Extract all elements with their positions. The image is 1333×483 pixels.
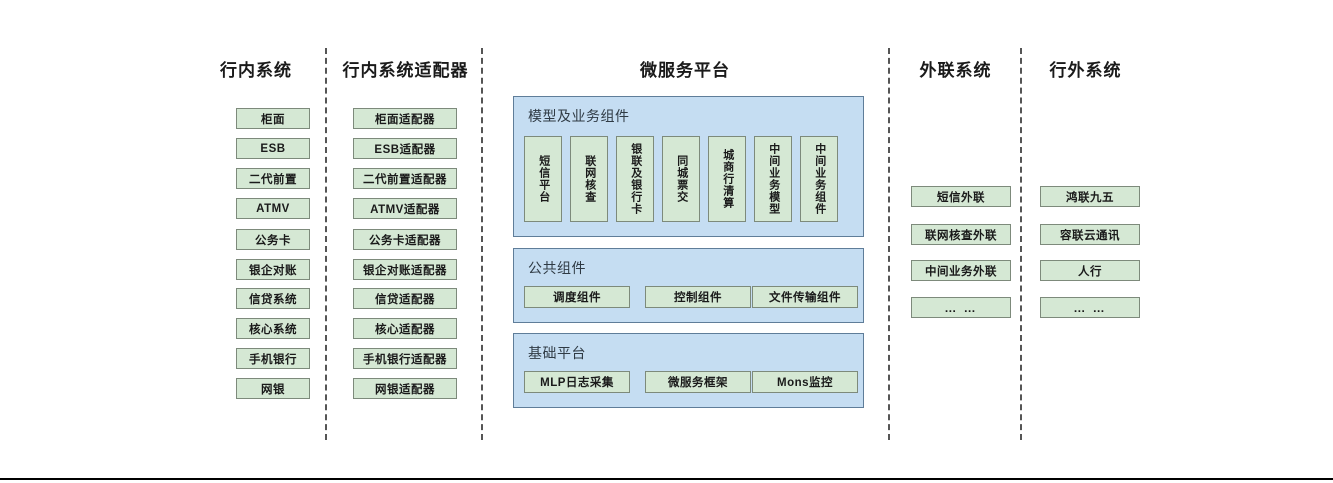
vnode-label: 城商行清算 <box>721 149 734 209</box>
node-external-link-system[interactable]: 中间业务外联 <box>911 260 1011 281</box>
node-internal-adapter[interactable]: ATMV适配器 <box>353 198 457 219</box>
node-public-component[interactable]: 控制组件 <box>645 286 751 308</box>
vnode-label: 联网核查 <box>583 155 596 203</box>
column-title-microservice-platform: 微服务平台 <box>640 61 730 80</box>
node-base-platform-component[interactable]: MLP日志采集 <box>524 371 630 393</box>
node-internal-system[interactable]: 银企对账 <box>236 259 310 280</box>
node-external-link-system[interactable]: 短信外联 <box>911 186 1011 207</box>
node-internal-adapter[interactable]: 二代前置适配器 <box>353 168 457 189</box>
panel-title-public-components: 公共组件 <box>528 260 586 276</box>
column-divider-3 <box>888 48 890 440</box>
node-internal-adapter[interactable]: 核心适配器 <box>353 318 457 339</box>
node-internal-adapter[interactable]: 公务卡适配器 <box>353 229 457 250</box>
node-outside-system[interactable]: 人行 <box>1040 260 1140 281</box>
vnode-model-item[interactable]: 同城票交 <box>662 136 700 222</box>
node-internal-adapter[interactable]: 信贷适配器 <box>353 288 457 309</box>
node-outside-system[interactable]: 容联云通讯 <box>1040 224 1140 245</box>
node-external-link-system[interactable]: 联网核查外联 <box>911 224 1011 245</box>
node-internal-system[interactable]: 核心系统 <box>236 318 310 339</box>
column-title-internal-adapters: 行内系统适配器 <box>342 61 469 80</box>
node-internal-adapter[interactable]: 网银适配器 <box>353 378 457 399</box>
vnode-model-item[interactable]: 联网核查 <box>570 136 608 222</box>
vnode-model-item[interactable]: 短信平台 <box>524 136 562 222</box>
vnode-model-item[interactable]: 城商行清算 <box>708 136 746 222</box>
node-internal-system[interactable]: 二代前置 <box>236 168 310 189</box>
node-internal-adapter[interactable]: 银企对账适配器 <box>353 259 457 280</box>
column-divider-1 <box>325 48 327 440</box>
vnode-model-item[interactable]: 中间业务组件 <box>800 136 838 222</box>
panel-public-components: 公共组件 <box>513 248 864 323</box>
node-internal-system[interactable]: 柜面 <box>236 108 310 129</box>
vnode-model-item[interactable]: 银联及银行卡 <box>616 136 654 222</box>
node-public-component[interactable]: 文件传输组件 <box>752 286 858 308</box>
panel-base-platform: 基础平台 <box>513 333 864 408</box>
panel-title-model-business-components: 模型及业务组件 <box>528 108 630 124</box>
bottom-divider-rule <box>0 478 1333 480</box>
column-title-outside-systems: 行外系统 <box>1049 61 1122 80</box>
node-external-link-more[interactable]: … … <box>911 297 1011 318</box>
node-internal-system[interactable]: 网银 <box>236 378 310 399</box>
vnode-label: 中间业务模型 <box>767 143 780 215</box>
vnode-model-item[interactable]: 中间业务模型 <box>754 136 792 222</box>
node-outside-system[interactable]: 鸿联九五 <box>1040 186 1140 207</box>
node-base-platform-component[interactable]: 微服务框架 <box>645 371 751 393</box>
node-internal-adapter[interactable]: 柜面适配器 <box>353 108 457 129</box>
vnode-label: 同城票交 <box>675 155 688 203</box>
vnode-label: 中间业务组件 <box>813 143 826 215</box>
node-internal-system[interactable]: ATMV <box>236 198 310 219</box>
node-internal-system[interactable]: 手机银行 <box>236 348 310 369</box>
node-internal-adapter[interactable]: ESB适配器 <box>353 138 457 159</box>
column-divider-2 <box>481 48 483 440</box>
vnode-label: 短信平台 <box>537 155 550 203</box>
node-internal-system[interactable]: ESB <box>236 138 310 159</box>
vnode-label: 银联及银行卡 <box>629 143 642 215</box>
column-title-internal-systems: 行内系统 <box>220 61 292 80</box>
node-base-platform-component[interactable]: Mons监控 <box>752 371 858 393</box>
node-internal-system[interactable]: 公务卡 <box>236 229 310 250</box>
column-title-external-link-systems: 外联系统 <box>919 61 992 80</box>
node-internal-system[interactable]: 信贷系统 <box>236 288 310 309</box>
node-public-component[interactable]: 调度组件 <box>524 286 630 308</box>
panel-title-base-platform: 基础平台 <box>528 345 586 361</box>
node-internal-adapter[interactable]: 手机银行适配器 <box>353 348 457 369</box>
node-outside-system-more[interactable]: … … <box>1040 297 1140 318</box>
column-divider-4 <box>1020 48 1022 440</box>
